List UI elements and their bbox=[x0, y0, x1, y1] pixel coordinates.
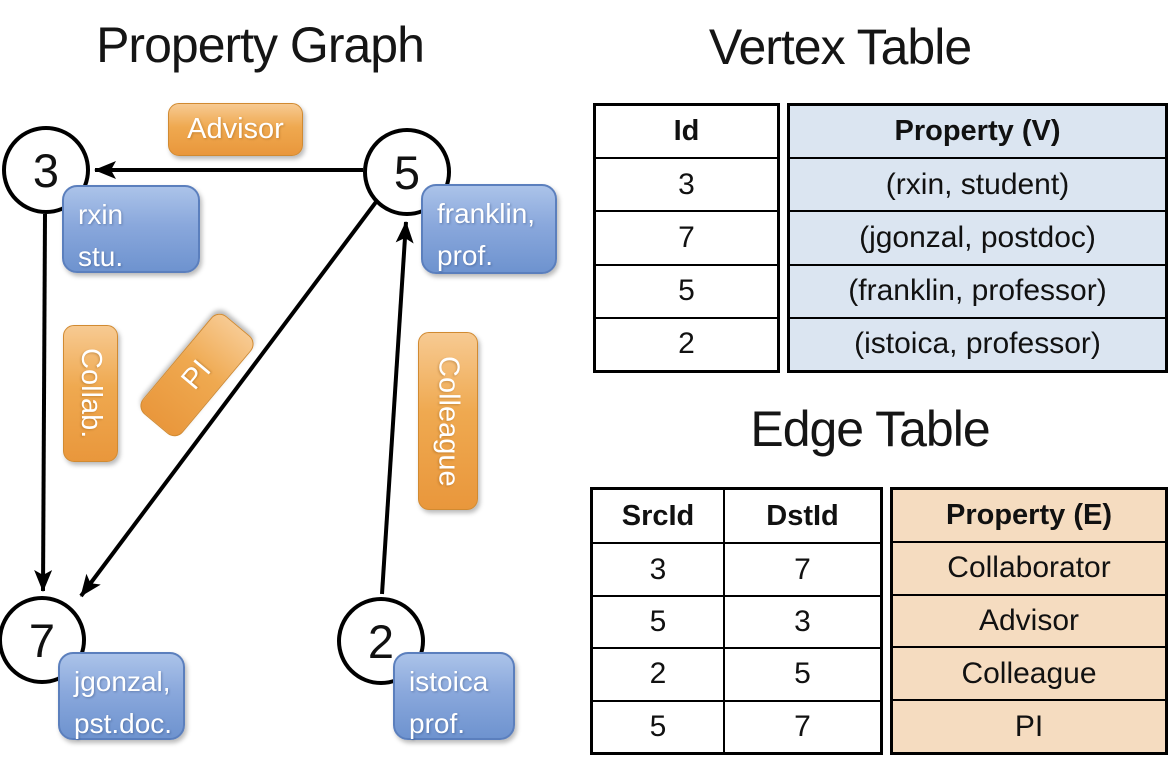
vertex-id-header: Id bbox=[673, 115, 700, 148]
edge-dst-cell: 5 bbox=[725, 647, 880, 699]
edge-property-cell: Colleague bbox=[893, 646, 1165, 700]
edge-src-header: SrcId bbox=[593, 490, 725, 543]
vertex-table-property-column: Property (V) (rxin, student) (jgonzal, p… bbox=[787, 103, 1168, 373]
edge-table-property-column: Property (E) Collaborator Advisor Collea… bbox=[890, 487, 1168, 755]
node-3: 3 bbox=[2, 126, 90, 214]
vertex-id-cell: 3 bbox=[596, 157, 777, 210]
node-card-istoica: istoica prof. bbox=[393, 652, 515, 740]
node-5-id: 5 bbox=[393, 145, 421, 199]
edge-label-collab: Collab. bbox=[63, 325, 118, 462]
node-5: 5 bbox=[363, 128, 451, 216]
vertex-property-header: Property (V) bbox=[790, 106, 1165, 158]
node-card-rxin: rxin stu. bbox=[62, 185, 200, 273]
edge-src-cell: 2 bbox=[593, 647, 725, 700]
node-3-id: 3 bbox=[32, 143, 60, 197]
edge-property-cell: Advisor bbox=[893, 593, 1165, 647]
edge-property-header: Property (E) bbox=[893, 490, 1165, 541]
edge-2-to-5-colleague bbox=[380, 221, 414, 595]
edge-table-title: Edge Table bbox=[750, 401, 990, 457]
vertex-id-cell: 7 bbox=[596, 210, 777, 263]
vertex-property-cell: (jgonzal, postdoc) bbox=[790, 210, 1165, 264]
node-2-id: 2 bbox=[367, 614, 395, 668]
edge-property-cell: PI bbox=[893, 699, 1165, 752]
node-card-franklin: franklin, prof. bbox=[421, 184, 557, 274]
property-graph-title: Property Graph bbox=[96, 17, 425, 73]
vertex-table-id-column: Id 3 7 5 2 bbox=[593, 103, 780, 373]
vertex-property-cell: (istoica, professor) bbox=[790, 316, 1165, 371]
edge-dst-cell: 7 bbox=[725, 542, 880, 594]
vertex-id-cell: 2 bbox=[596, 316, 777, 370]
edge-dst-cell: 7 bbox=[725, 699, 880, 752]
edge-src-cell: 5 bbox=[593, 699, 725, 753]
node-7-id: 7 bbox=[28, 613, 56, 667]
edge-property-cell: Collaborator bbox=[893, 540, 1165, 594]
edge-src-cell: 3 bbox=[593, 542, 725, 595]
edge-dst-header: DstId bbox=[766, 499, 839, 532]
edge-label-pi: PI bbox=[135, 309, 259, 441]
vertex-property-cell: (rxin, student) bbox=[790, 157, 1165, 211]
vertex-id-cell: 5 bbox=[596, 263, 777, 317]
edge-3-to-7-collab bbox=[34, 213, 53, 592]
edge-dst-cell: 3 bbox=[725, 594, 880, 647]
edge-label-advisor: Advisor bbox=[168, 103, 303, 156]
vertex-table-title: Vertex Table bbox=[708, 19, 972, 75]
vertex-property-cell: (franklin, professor) bbox=[790, 263, 1165, 317]
edge-label-colleague: Colleague bbox=[418, 332, 478, 510]
node-card-jgonzal: jgonzal, pst.doc. bbox=[58, 652, 185, 740]
edge-table-src-dst-columns: SrcId DstId 3 7 5 3 2 5 5 7 bbox=[590, 487, 883, 755]
edge-src-cell: 5 bbox=[593, 594, 725, 648]
